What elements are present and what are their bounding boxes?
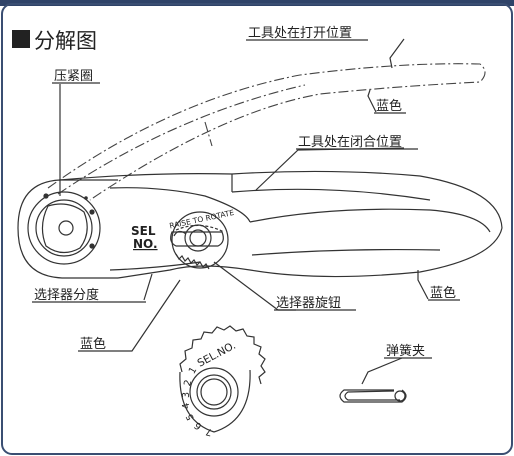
panel-border: [1, 3, 513, 455]
dial-digit-5: 5: [184, 412, 197, 422]
diagram-title: 分解图: [34, 29, 97, 53]
dial-digit-2: 2: [182, 379, 194, 388]
label-tool-closed: 工具处在闭合位置: [298, 135, 402, 150]
selector-assembly: [170, 211, 229, 270]
spring-clip: [339, 389, 407, 403]
dial-digit-4: 4: [181, 402, 193, 410]
dial-digit-6: 6: [192, 419, 204, 431]
selector-no-text: NO.: [133, 237, 158, 251]
leader-lines: [59, 38, 429, 385]
label-blue-bottom: 蓝色: [80, 336, 106, 352]
label-blue-right: 蓝色: [430, 285, 456, 301]
label-selector-knob: 选择器旋钮: [276, 296, 341, 311]
dial-digit-7: 7: [205, 425, 214, 437]
crimp-tool-body: [17, 170, 503, 279]
open-handle-outline: [47, 63, 486, 201]
label-blue-top: 蓝色: [376, 98, 402, 114]
dial-digit-3: 3: [181, 392, 192, 398]
label-crimp-ring: 压紧圈: [54, 69, 93, 84]
label-spring-clip: 弹簧夹: [386, 343, 425, 359]
crimp-die: [27, 191, 101, 265]
title-square-icon: [12, 30, 30, 48]
label-selector-index: 选择器分度: [34, 287, 99, 303]
dial-sel-no-text: SEL.NO.: [196, 340, 238, 370]
selector-sel-text: SEL: [131, 224, 156, 238]
dial-digit-1: 1: [187, 365, 200, 376]
label-tool-open: 工具处在打开位置: [248, 26, 352, 41]
selector-knob-exploded: [179, 325, 266, 433]
